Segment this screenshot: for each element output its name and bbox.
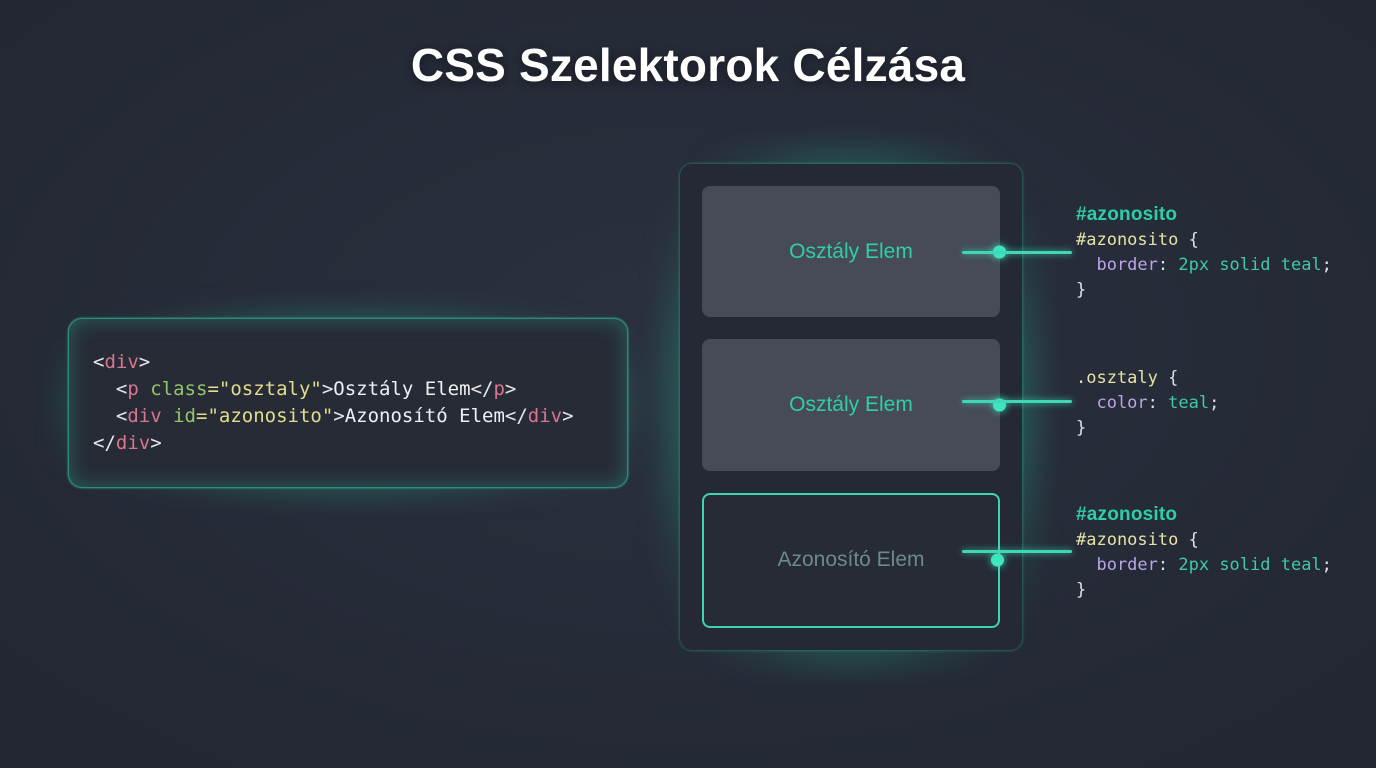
css-semicolon: ; [1321, 555, 1332, 575]
css-colon: : [1157, 255, 1179, 275]
css-semicolon: ; [1209, 393, 1220, 413]
code-token-tag: div [527, 405, 563, 427]
code-token-tag: p [127, 378, 139, 400]
css-semicolon: ; [1321, 255, 1332, 275]
css-rule-text: #azonosito { border: 2px solid teal; } [1076, 528, 1332, 603]
css-rule-block-1: #azonosito#azonosito { border: 2px solid… [1076, 202, 1332, 303]
css-close-brace: } [1076, 418, 1087, 438]
preview-box-label: Osztály Elem [789, 392, 913, 416]
css-selector: .osztaly [1076, 368, 1158, 388]
code-token-attr: id [173, 405, 196, 427]
connector-line-1 [962, 251, 1072, 254]
page-title: CSS Szelektorok Célzása [410, 39, 966, 91]
code-token-val: ="osztaly" [207, 378, 322, 400]
code-token-punct [139, 378, 150, 400]
css-property: border [1076, 255, 1158, 275]
css-open-brace: { [1178, 530, 1199, 550]
code-card-surface: <div> <p class="osztaly">Osztály Elem</p… [68, 318, 628, 488]
css-open-brace: { [1157, 368, 1179, 388]
code-token-text: Azonosító Elem [344, 405, 505, 427]
code-token-tag: div [104, 351, 139, 373]
preview-box-3: Azonosító Elem [702, 492, 1004, 628]
css-value: 2px solid teal [1178, 555, 1322, 575]
css-colon: : [1147, 393, 1169, 413]
code-token-punct: < [93, 351, 105, 373]
css-value: 2px solid teal [1178, 255, 1322, 275]
css-selector: #azonosito [1076, 530, 1179, 550]
preview-box-label: Azonosító Elem [777, 548, 925, 572]
code-token-punct [162, 405, 173, 427]
css-close-brace: } [1076, 580, 1087, 600]
css-rule-block-3: #azonosito#azonosito { border: 2px solid… [1076, 502, 1332, 603]
css-value: teal [1168, 393, 1210, 413]
preview-box-2: Osztály Elem [702, 339, 1006, 471]
css-property: color [1076, 393, 1148, 413]
html-code-snippet: <div> <p class="osztaly">Osztály Elem</p… [93, 349, 627, 457]
code-token-punct: > [138, 351, 151, 373]
connector-dot-3 [991, 553, 1004, 567]
css-rule-text: #azonosito { border: 2px solid teal; } [1076, 228, 1332, 303]
code-token-attr: class [150, 378, 208, 400]
code-token-tag: p [493, 378, 505, 400]
connector-line-2 [962, 400, 1072, 403]
code-token-punct: < [93, 378, 128, 400]
code-token-punct: > [333, 405, 345, 427]
selector-badge: #azonosito [1076, 204, 1178, 225]
code-token-tag: div [115, 432, 151, 454]
code-token-punct: > [150, 432, 162, 454]
code-token-punct: </ [93, 432, 116, 454]
selector-badge: #azonosito [1076, 504, 1178, 525]
css-property: border [1076, 555, 1158, 575]
code-token-text: Osztály Elem [333, 378, 471, 400]
code-token-punct: > [562, 405, 574, 427]
code-token-punct: </ [470, 378, 494, 400]
preview-box-1: Osztály Elem [702, 186, 1006, 318]
css-colon: : [1157, 555, 1179, 575]
code-token-tag: div [127, 405, 162, 427]
css-selector: #azonosito [1076, 230, 1179, 250]
code-token-punct: </ [504, 405, 528, 427]
connector-line-3 [962, 550, 1072, 553]
code-token-punct: > [321, 378, 334, 400]
html-code-card: <div> <p class="osztaly">Osztály Elem</p… [50, 300, 646, 506]
css-open-brace: { [1178, 230, 1199, 250]
css-rule-block-2: .osztaly { color: teal; } [1076, 366, 1219, 441]
css-rule-text: .osztaly { color: teal; } [1076, 366, 1219, 441]
code-token-punct: > [504, 378, 517, 400]
css-close-brace: } [1076, 280, 1087, 300]
preview-box-label: Osztály Elem [789, 239, 913, 263]
code-token-val: ="azonosito" [196, 405, 334, 427]
code-token-punct: < [93, 405, 128, 427]
